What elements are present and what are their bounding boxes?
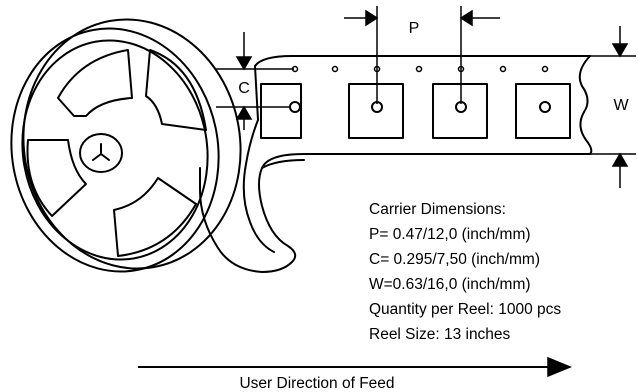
width-label: W bbox=[613, 97, 629, 114]
pocket bbox=[348, 83, 404, 139]
specs-heading: Carrier Dimensions: bbox=[369, 201, 506, 218]
reel-cutout-bottom bbox=[113, 177, 197, 257]
width-arrow-up bbox=[611, 152, 629, 167]
pocket bbox=[515, 83, 571, 139]
pitch-dimension bbox=[344, 6, 500, 104]
tape-loop-lip bbox=[261, 159, 305, 169]
sprocket-hole bbox=[331, 65, 339, 73]
pitch-arrow-right bbox=[365, 9, 379, 27]
reel-inner-rim bbox=[21, 39, 209, 261]
tape-left-edge bbox=[254, 65, 259, 121]
pocket bbox=[432, 83, 488, 139]
sprocket-hole bbox=[415, 65, 423, 73]
pitch-arrow-left bbox=[459, 9, 473, 27]
tape-torn-end bbox=[578, 55, 593, 155]
feed-direction-label: User Direction of Feed bbox=[239, 375, 394, 392]
sprocket-holes bbox=[291, 65, 549, 73]
feed-arrow-head bbox=[547, 356, 572, 378]
reel-cutout-top bbox=[57, 49, 133, 117]
carrier-tape bbox=[199, 55, 593, 273]
spec-width: W=0.63/16,0 (inch/mm) bbox=[369, 276, 531, 293]
pocket bbox=[260, 83, 302, 139]
cavity-arrow-down bbox=[235, 56, 253, 71]
reel-cutout-left bbox=[26, 139, 87, 217]
pocket-hole bbox=[539, 101, 551, 113]
pocket-hole bbox=[289, 101, 301, 113]
reel-hub-key bbox=[92, 143, 110, 161]
spec-pitch: P= 0.47/12,0 (inch/mm) bbox=[369, 226, 531, 243]
width-dimension bbox=[588, 26, 636, 188]
reel-cutout-right bbox=[145, 49, 207, 131]
tape-top-edge bbox=[254, 55, 591, 67]
reel-back-flange bbox=[22, 18, 242, 270]
width-arrow-down bbox=[611, 43, 629, 58]
reel-hub bbox=[79, 133, 123, 173]
pockets bbox=[260, 83, 571, 139]
tape-loop-inner bbox=[242, 119, 275, 253]
carrier-specs: Carrier Dimensions: P= 0.47/12,0 (inch/m… bbox=[369, 201, 561, 343]
feed-direction-arrow bbox=[138, 356, 572, 378]
cavity-label: C bbox=[238, 80, 250, 97]
sprocket-hole bbox=[499, 65, 507, 73]
reel bbox=[10, 18, 242, 273]
cavity-dimension bbox=[216, 32, 294, 130]
spec-reel-size: Reel Size: 13 inches bbox=[369, 326, 511, 343]
spec-quantity: Quantity per Reel: 1000 pcs bbox=[369, 301, 561, 318]
spec-cavity: C= 0.295/7,50 (inch/mm) bbox=[369, 251, 540, 268]
sprocket-hole bbox=[541, 65, 549, 73]
cavity-arrow-up bbox=[235, 105, 253, 120]
reel-front-flange bbox=[10, 27, 220, 273]
tape-loop-outer bbox=[199, 153, 305, 273]
pitch-label: P bbox=[409, 20, 420, 37]
